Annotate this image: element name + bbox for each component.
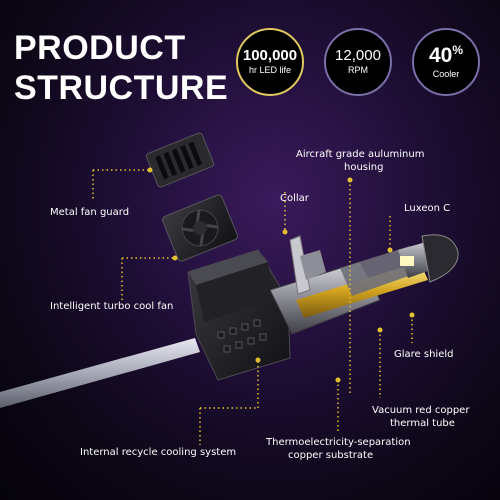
collar-illustration [289, 235, 326, 295]
label-copper-substrate-line1: Thermoelectricity-separation [266, 437, 411, 448]
label-copper-substrate: Thermoelectricity-separation copper subs… [266, 436, 411, 462]
label-turbo-fan: Intelligent turbo cool fan [50, 301, 174, 312]
led-life-value: 100,000 [242, 47, 298, 65]
heat-sink-body-illustration [187, 249, 291, 381]
cooler-value-wrap: 40% [429, 44, 463, 67]
label-glare-shield: Glare shield [394, 349, 454, 360]
label-copper-substrate-line2: copper substrate [288, 450, 374, 461]
rpm-unit: RPM [348, 64, 368, 75]
label-metal-fan-guard: Metal fan guard [50, 207, 130, 218]
led-life-badge: 100,000 hr LED life [236, 28, 304, 96]
rpm-badge: 12,000 RPM [324, 28, 392, 96]
led-life-unit: hr LED life [248, 64, 292, 75]
label-collar: Collar [280, 193, 309, 204]
power-cable [0, 338, 200, 408]
leader-lines [92, 169, 413, 445]
label-luxeon: Luxeon C [404, 203, 451, 214]
page-title: PRODUCT STRUCTURE [14, 28, 228, 108]
label-aluminum-housing-line1: Aircraft grade auluminum [296, 149, 425, 160]
rpm-value: 12,000 [335, 47, 381, 65]
cooler-unit: Cooler [432, 68, 460, 79]
title-line-1: PRODUCT [14, 29, 186, 67]
leader-dots [147, 167, 415, 383]
label-vacuum-tube-line2: thermal tube [390, 418, 455, 429]
title-line-2: STRUCTURE [14, 69, 229, 107]
cooler-value: 40 [428, 44, 453, 68]
turbo-fan-illustration [162, 194, 238, 262]
label-vacuum-tube-line1: Vacuum red copper [372, 405, 470, 416]
glare-shield-illustration [421, 234, 459, 283]
cooler-badge: 40% Cooler [412, 28, 480, 96]
label-recycle-cooling: Internal recycle cooling system [80, 447, 237, 458]
cooler-percent: % [452, 43, 464, 58]
label-vacuum-tube: Vacuum red copper thermal tube [372, 404, 469, 430]
label-aluminum-housing-line2: housing [344, 162, 384, 173]
fan-guard-illustration [145, 132, 215, 188]
bulb-housing-illustration [269, 238, 448, 335]
label-aluminum-housing: Aircraft grade auluminum housing [296, 148, 424, 174]
